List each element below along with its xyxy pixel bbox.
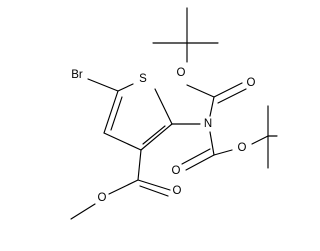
atom-o-boc2-carbonyl: O (172, 165, 181, 177)
bond-c2-c3-inner (142, 125, 166, 145)
atom-o-ester-carbonyl: O (173, 185, 182, 197)
atom-o-boc1-carbonyl: O (247, 77, 256, 89)
bond-c-o-boc2-carbonyl-2 (181, 148, 211, 165)
bond-c4-c5 (103, 90, 119, 134)
bond-c-o-boc2-carbonyl (185, 154, 215, 171)
bond-c-o-boc1-ester (186, 84, 215, 98)
atom-o-ester-methoxy: O (98, 192, 107, 204)
bond-c-o-boc2-ester (213, 149, 233, 156)
atom-br: Br (71, 69, 83, 81)
bond-n-c-boc1 (209, 96, 215, 117)
bond-c3-c-ester (137, 149, 142, 181)
bond-lines (70, 7, 278, 220)
bond-c-o-ester-carbonyl (137, 179, 171, 191)
bond-n-c-boc2 (209, 131, 215, 156)
bond-c-o-boc1-carbonyl-2 (217, 88, 247, 104)
bond-o-c-tbu2 (251, 135, 269, 145)
bond-c5-br (87, 78, 119, 92)
bond-s-c2 (154, 88, 173, 125)
bond-c-o-ester-carbonyl-2 (139, 185, 169, 197)
bond-c-o-ester-methoxy (108, 179, 139, 195)
atom-o-boc1-ester: O (177, 67, 186, 79)
bond-c5-s (117, 83, 134, 92)
atom-o-boc2-ester: O (238, 142, 247, 154)
atom-n: N (204, 118, 212, 130)
bond-c-o-boc1-carbonyl (213, 82, 243, 98)
bond-c3-c4 (103, 132, 142, 151)
bond-o-methyl (70, 203, 96, 220)
bond-c2-c3 (140, 123, 173, 151)
atom-s: S (139, 73, 147, 85)
atom-labels: Br S N O O O O O O (71, 67, 255, 204)
chemical-structure: Br S N O O O O O O (70, 7, 278, 220)
bond-c4-c5-inner (110, 96, 123, 131)
